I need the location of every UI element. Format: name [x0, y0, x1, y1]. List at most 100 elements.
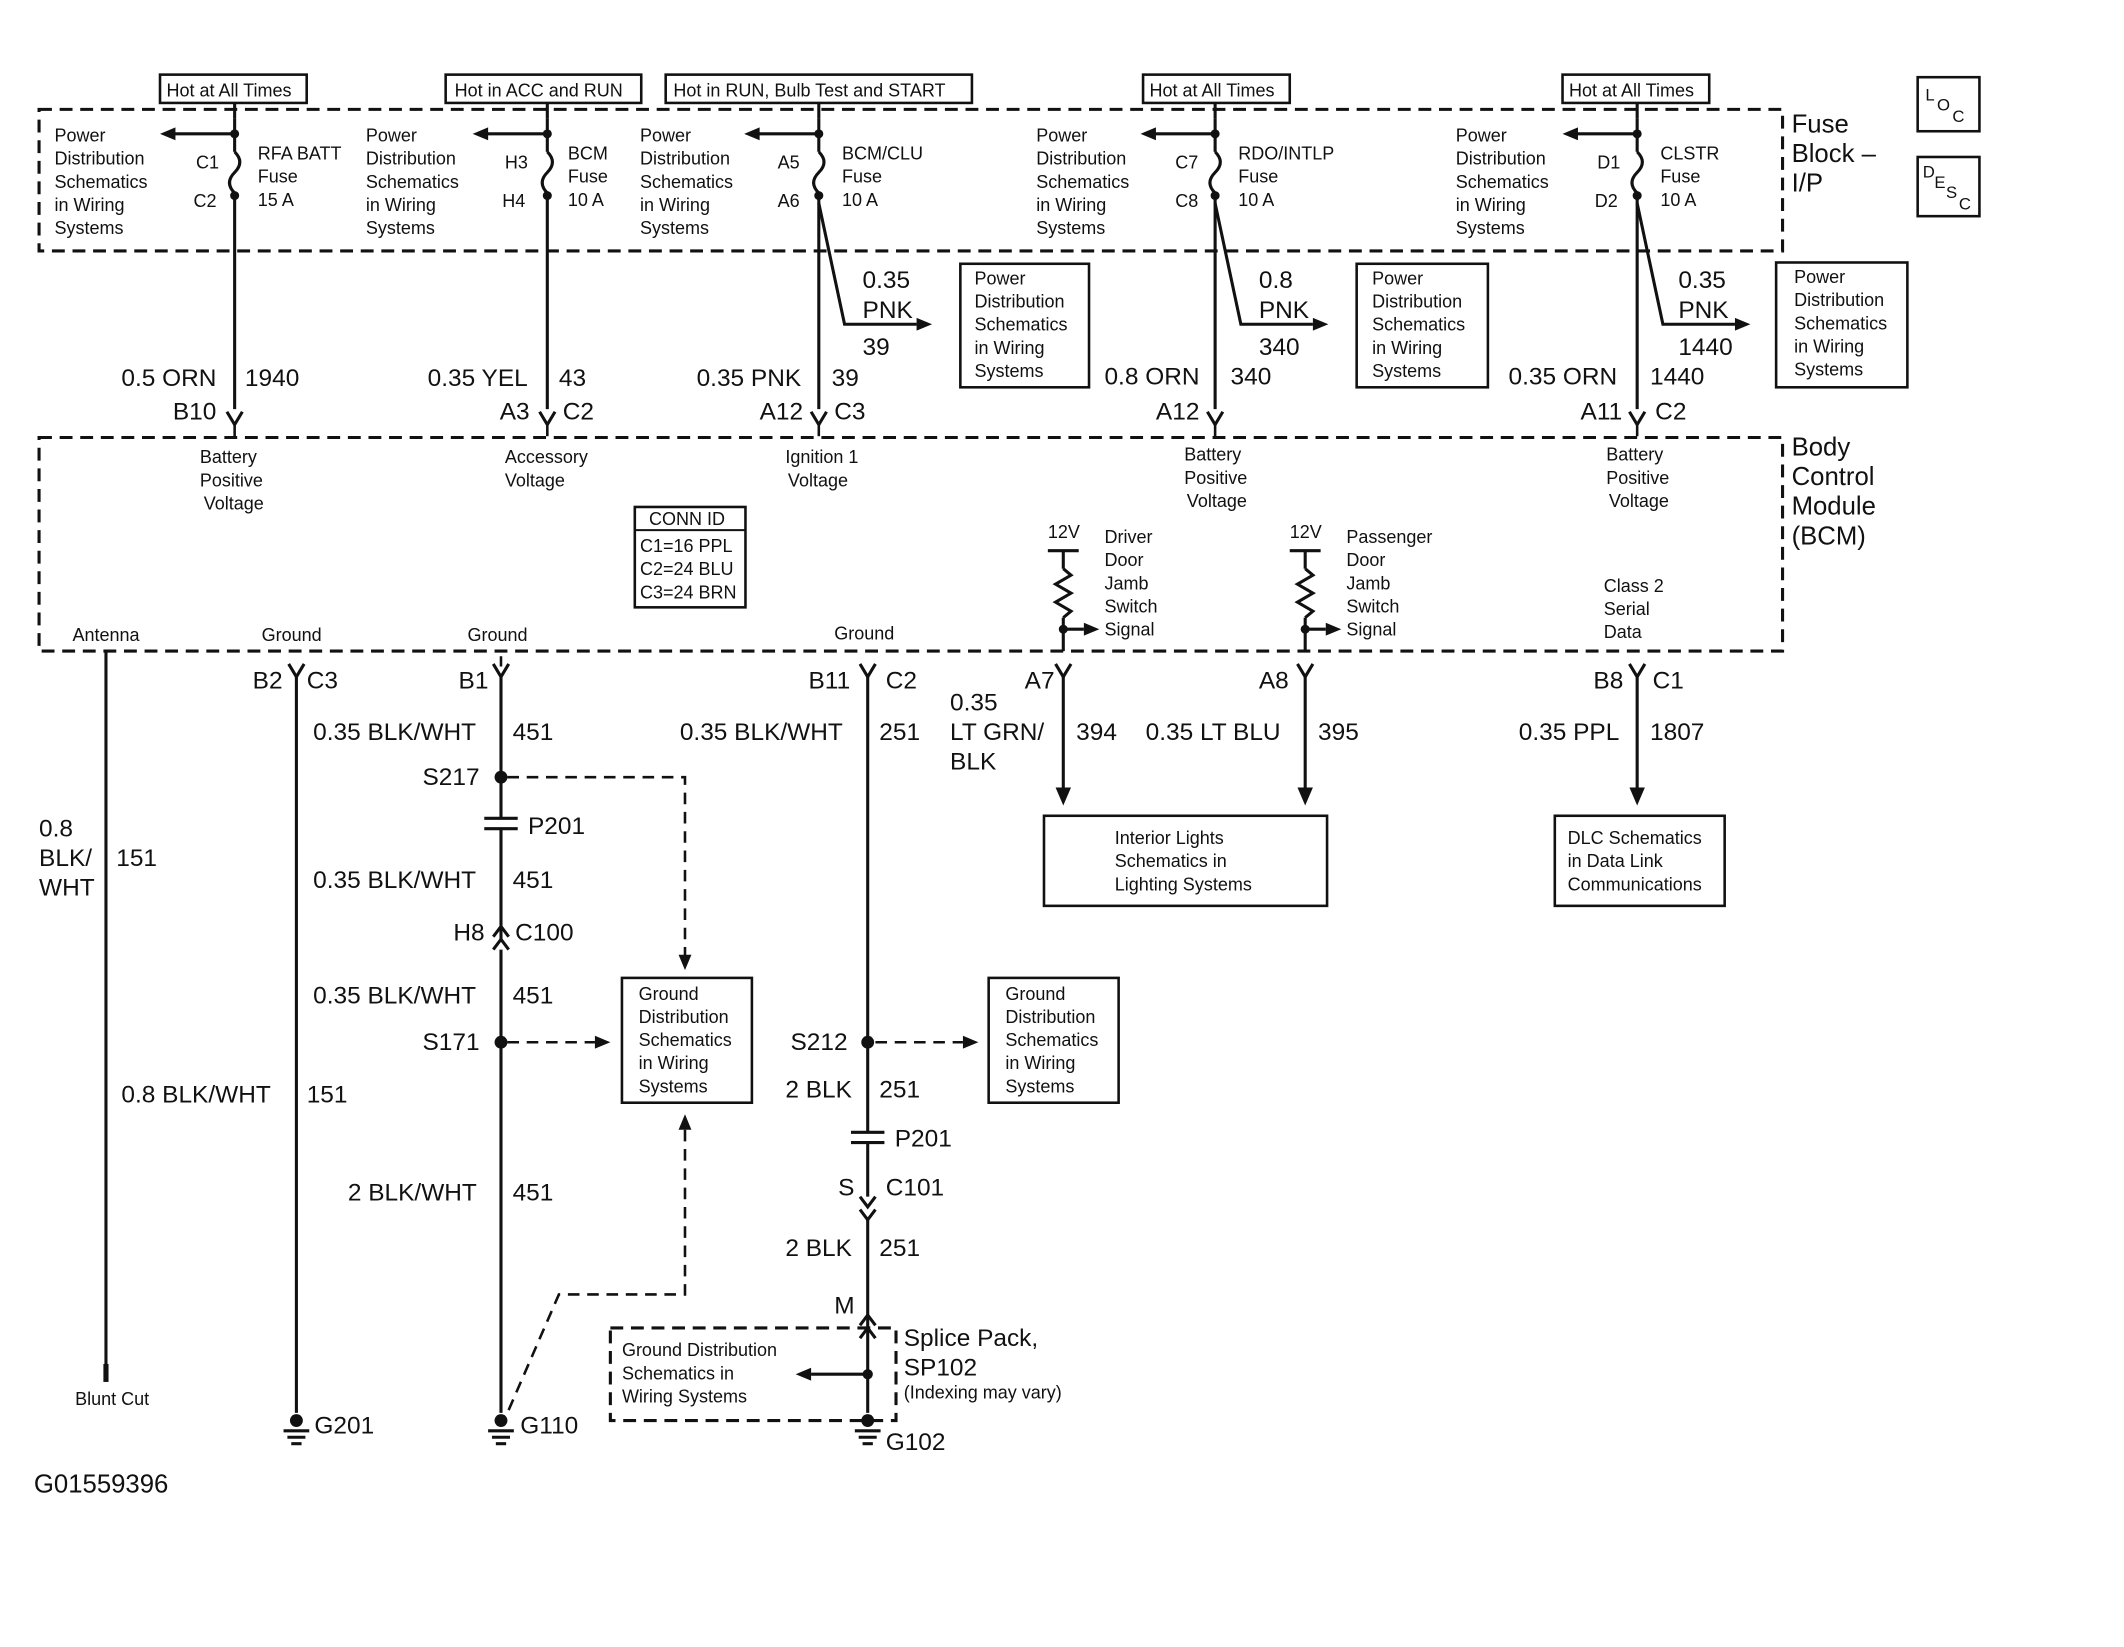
svg-text:WHT: WHT: [39, 875, 95, 902]
svg-text:in Wiring: in Wiring: [975, 338, 1045, 358]
pd-text-3: Power Distribution Schematics in Wiring …: [640, 126, 733, 239]
dlc-box: DLC Schematics in Data Link Communicatio…: [1553, 814, 1726, 908]
svg-text:in Wiring: in Wiring: [640, 195, 710, 215]
fuse-block-title-2: Block –: [1792, 140, 1877, 168]
svg-text:C3: C3: [834, 398, 865, 425]
hot-label-2: Hot in ACC and RUN: [444, 73, 643, 119]
branch-340: 0.8 PNK 340: [1259, 267, 1310, 361]
svg-text:Power: Power: [1372, 268, 1423, 288]
svg-text:C: C: [1959, 195, 1971, 214]
svg-text:E: E: [1934, 173, 1945, 192]
svg-text:Fuse: Fuse: [842, 167, 882, 187]
svg-text:Battery: Battery: [1606, 445, 1663, 465]
wire-395: A8 0.35 LT BLU 395: [1146, 663, 1359, 806]
svg-text:Schematics: Schematics: [1005, 1030, 1098, 1050]
svg-text:Power: Power: [1036, 126, 1087, 146]
svg-text:340: 340: [1259, 334, 1300, 361]
svg-text:2 BLK/WHT: 2 BLK/WHT: [348, 1180, 477, 1207]
svg-text:in Data Link: in Data Link: [1568, 851, 1664, 871]
svg-text:1440: 1440: [1678, 334, 1732, 361]
s217-label: S217: [423, 764, 480, 791]
svg-text:10 A: 10 A: [568, 190, 604, 210]
svg-text:0.35 BLK/WHT: 0.35 BLK/WHT: [313, 867, 476, 894]
svg-text:A12: A12: [1156, 398, 1199, 425]
svg-text:Positive: Positive: [200, 470, 263, 490]
svg-text:Splice Pack,: Splice Pack,: [904, 1325, 1038, 1352]
svg-text:Schematics: Schematics: [366, 172, 459, 192]
hot-label-1: Hot at All Times: [158, 73, 308, 119]
hot-label-3: Hot in RUN, Bulb Test and START: [664, 73, 974, 119]
ground-label-3: Ground: [834, 623, 894, 643]
p201-label-b: P201: [895, 1125, 952, 1152]
svg-text:Systems: Systems: [366, 218, 435, 238]
svg-text:Class 2: Class 2: [1604, 576, 1664, 596]
svg-text:RFA BATT: RFA BATT: [258, 144, 342, 164]
wire-394: A7 0.35 LT GRN/ BLK 394: [950, 663, 1117, 806]
svg-text:Accessory: Accessory: [505, 447, 588, 467]
svg-text:10 A: 10 A: [1238, 190, 1274, 210]
ground-label-1: Ground: [262, 625, 322, 645]
svg-text:Voltage: Voltage: [1187, 491, 1247, 511]
svg-text:BCM: BCM: [568, 144, 608, 164]
svg-text:Systems: Systems: [640, 218, 709, 238]
svg-text:340: 340: [1231, 364, 1272, 391]
svg-text:Voltage: Voltage: [204, 494, 264, 514]
svg-text:Lighting Systems: Lighting Systems: [1115, 874, 1252, 894]
s-label: S: [838, 1174, 854, 1201]
fuse-block-outline: [37, 107, 1785, 253]
svg-text:Schematics: Schematics: [975, 315, 1068, 335]
svg-text:Switch: Switch: [1346, 596, 1399, 616]
svg-text:Schematics: Schematics: [1794, 313, 1887, 333]
svg-text:0.35 YEL: 0.35 YEL: [428, 365, 528, 392]
svg-text:H3: H3: [505, 153, 528, 173]
svg-text:12V: 12V: [1048, 522, 1080, 542]
svg-text:in Wiring: in Wiring: [1372, 338, 1442, 358]
svg-text:0.8 ORN: 0.8 ORN: [1104, 364, 1199, 391]
svg-text:10 A: 10 A: [1660, 190, 1696, 210]
fuse-block-title-3: I/P: [1792, 170, 1823, 198]
svg-text:Schematics: Schematics: [54, 172, 147, 192]
svg-text:Voltage: Voltage: [788, 470, 848, 490]
svg-text:Schematics in: Schematics in: [622, 1363, 734, 1383]
svg-text:C3=24 BRN: C3=24 BRN: [640, 582, 737, 602]
wire-g110: B1 0.35 BLK/WHT 451 S217 P201 0.35 BLK/W…: [313, 656, 585, 1446]
c101-label: C101: [886, 1174, 944, 1201]
svg-text:Power: Power: [366, 126, 417, 146]
loc-icon[interactable]: LOC: [1916, 75, 1981, 133]
svg-text:0.35 LT BLU: 0.35 LT BLU: [1146, 719, 1281, 746]
svg-text:39: 39: [863, 334, 890, 361]
class2-serial-data: Class 2 Serial Data: [1604, 576, 1664, 642]
pd-text-2: Power Distribution Schematics in Wiring …: [366, 126, 459, 239]
svg-text:2 BLK: 2 BLK: [785, 1077, 852, 1104]
svg-text:0.35 PPL: 0.35 PPL: [1519, 719, 1620, 746]
svg-text:RDO/INTLP: RDO/INTLP: [1238, 144, 1334, 164]
svg-text:Positive: Positive: [1606, 468, 1669, 488]
svg-text:Ignition 1: Ignition 1: [785, 447, 858, 467]
svg-text:Hot at All Times: Hot at All Times: [1569, 81, 1694, 101]
pd-text-4: Power Distribution Schematics in Wiring …: [1036, 126, 1129, 239]
splice-pack: Ground Distribution Schematics in Wiring…: [608, 1325, 1062, 1423]
svg-text:C1=16 PPL: C1=16 PPL: [640, 536, 733, 556]
pd-text-1: Power Distribution Schematics in Wiring …: [54, 126, 147, 239]
svg-text:Power: Power: [54, 126, 105, 146]
svg-text:PNK: PNK: [1678, 297, 1729, 324]
conn-id-box: CONN ID C1=16 PPL C2=24 BLU C3=24 BRN: [633, 505, 747, 609]
svg-text:Schematics: Schematics: [1372, 315, 1465, 335]
svg-text:C7: C7: [1175, 153, 1198, 173]
svg-text:D1: D1: [1597, 153, 1620, 173]
svg-text:C2: C2: [563, 398, 594, 425]
svg-text:O: O: [1937, 96, 1950, 115]
svg-text:B1: B1: [459, 667, 489, 694]
g102-label: G102: [886, 1429, 946, 1456]
svg-text:B8: B8: [1593, 667, 1623, 694]
s212-label: S212: [791, 1029, 848, 1056]
upper-wire-340: 0.8 ORN 340 A12: [1104, 364, 1272, 428]
svg-text:SP102: SP102: [904, 1355, 977, 1382]
pd-box-3: Power Distribution Schematics in Wiring …: [1774, 261, 1909, 389]
upper-wire-43: 0.35 YEL 43 A3 C2: [428, 365, 594, 428]
svg-text:C2=24 BLU: C2=24 BLU: [640, 559, 734, 579]
bcm-entry-ticks: [233, 424, 1639, 438]
svg-text:1940: 1940: [245, 365, 299, 392]
